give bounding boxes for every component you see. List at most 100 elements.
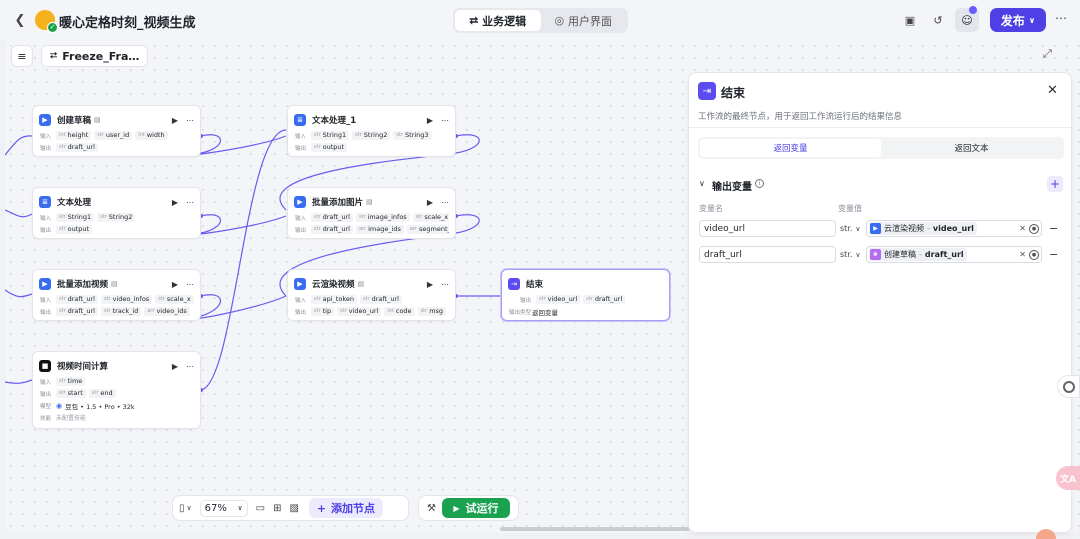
node-more-icon[interactable]: ⋯ <box>441 115 449 125</box>
mouse-mode-icon[interactable]: ▯∨ <box>179 502 192 514</box>
add-variable-button[interactable]: + <box>1047 176 1063 192</box>
row-label: 输入 <box>295 297 307 304</box>
translate-icon: 文A <box>1060 474 1076 485</box>
ref-field-name: draft_url <box>924 250 964 259</box>
tab-return-text[interactable]: 返回文本 <box>954 144 989 154</box>
publish-button[interactable]: 发布 ∨ <box>990 8 1046 32</box>
horizontal-scrollbar[interactable] <box>500 527 690 531</box>
wrench-icon[interactable]: ⚒ <box>427 502 436 514</box>
calendar-icon[interactable]: ▣ <box>904 13 916 27</box>
panel-description: 工作流的最终节点，用于返回工作流运行后的结果信息 <box>698 112 903 122</box>
remove-variable-icon[interactable]: − <box>1049 222 1059 235</box>
layout-icon[interactable]: ⊞ <box>273 502 282 514</box>
version-icon: ▤ <box>111 280 118 288</box>
run-node-icon[interactable]: ▶ <box>426 279 433 289</box>
run-node-icon[interactable]: ▶ <box>171 197 178 207</box>
run-node-icon[interactable]: ▶ <box>171 361 178 371</box>
chevron-down-icon: ∨ <box>855 250 861 259</box>
node-more-icon[interactable]: ⋯ <box>441 197 449 207</box>
edit-icon[interactable]: ✎ <box>184 13 194 26</box>
collaborators-button[interactable]: ☺ <box>955 6 979 32</box>
more-icon[interactable]: ⋯ <box>1055 11 1068 25</box>
reference-chip: ▶ 云渲染视频 - video_url <box>869 222 977 235</box>
test-run-button[interactable]: ▶ 试运行 <box>441 498 510 518</box>
close-icon[interactable]: ✕ <box>1047 83 1058 98</box>
workflow-icon: ⮂ <box>50 51 58 61</box>
variable-name-input[interactable]: draft_url <box>699 246 836 263</box>
assistant-float-button[interactable] <box>1057 375 1080 398</box>
edge <box>5 135 33 156</box>
flow-name-chip[interactable]: ⮂ Freeze_Fra… <box>41 45 149 67</box>
chevron-down-icon[interactable]: ∨ <box>699 179 705 188</box>
node-output-type-row: 输出类型 返回变量 <box>509 306 663 317</box>
model-name: 豆包 • 1.5 • Pro • 32k <box>65 402 135 411</box>
run-node-icon[interactable]: ▶ <box>171 279 178 289</box>
node-more-icon[interactable]: ⋯ <box>186 115 194 125</box>
skill-value: 未配置技能 <box>56 415 87 422</box>
zoom-select[interactable]: 67% ∨ <box>199 499 248 517</box>
variable-type-select[interactable]: str. ∨ <box>840 220 865 237</box>
run-node-icon[interactable]: ▶ <box>171 115 178 125</box>
target-icon[interactable]: ● <box>1029 249 1039 260</box>
variable-reference-field[interactable]: ▶ 云渲染视频 - video_url ✕ ● <box>866 220 1042 237</box>
expand-icon[interactable]: ⤢ <box>1043 47 1052 60</box>
variable-type-select[interactable]: str. ∨ <box>840 246 865 263</box>
remove-variable-icon[interactable]: − <box>1049 248 1059 261</box>
row-label: 输入 <box>40 133 52 140</box>
node-more-icon[interactable]: ⋯ <box>186 279 194 289</box>
tab-business-logic[interactable]: ⮂ 业务逻辑 <box>455 10 541 31</box>
chat-float-avatar[interactable] <box>1036 529 1056 539</box>
plugin-icon: ▶ <box>870 223 881 234</box>
tab-label: 用户界面 <box>568 14 613 28</box>
version-icon: ▤ <box>94 116 101 124</box>
sidebar-toggle-icon[interactable]: ≡ <box>11 45 33 67</box>
back-icon[interactable]: ❮ <box>14 12 26 28</box>
node-more-icon[interactable]: ⋯ <box>186 361 194 371</box>
type-value: str. <box>840 250 853 259</box>
add-node-button[interactable]: + 添加节点 <box>308 498 383 518</box>
ref-node-name: 创建草稿 <box>884 250 916 259</box>
plugin-icon: ▶ <box>39 114 51 126</box>
node-more-icon[interactable]: ⋯ <box>441 279 449 289</box>
row-label: 输出 <box>40 145 52 152</box>
run-node-icon[interactable]: ▶ <box>426 197 433 207</box>
info-icon[interactable]: i <box>755 179 764 188</box>
tab-user-interface[interactable]: ◎ 用户界面 <box>541 10 627 31</box>
edge <box>195 294 287 319</box>
variable-reference-field[interactable]: ❀ 创建草稿 - draft_url ✕ ● <box>866 246 1042 263</box>
node-more-icon[interactable]: ⋯ <box>186 197 194 207</box>
node-header: ■ 视频时间计算 ▶⋯ <box>39 358 194 374</box>
tab-return-variables[interactable]: 返回变量 <box>700 139 881 157</box>
run-node-icon[interactable]: ▶ <box>426 115 433 125</box>
variable-name-input[interactable]: video_url <box>699 220 836 237</box>
assistant-icon <box>1062 380 1075 393</box>
play-icon: ▶ <box>453 503 460 513</box>
clear-icon[interactable]: ✕ <box>1019 250 1026 259</box>
row-label: 输出 <box>295 309 307 316</box>
clear-icon[interactable]: ✕ <box>1019 224 1026 233</box>
comment-icon[interactable]: ▭ <box>255 502 266 514</box>
history-icon[interactable]: ↺ <box>933 13 943 27</box>
column-header-value: 变量值 <box>838 204 862 213</box>
target-icon[interactable]: ● <box>1029 223 1039 234</box>
translate-float-button[interactable]: 文A <box>1056 466 1080 490</box>
minimap-icon[interactable]: ▧ <box>289 502 299 514</box>
